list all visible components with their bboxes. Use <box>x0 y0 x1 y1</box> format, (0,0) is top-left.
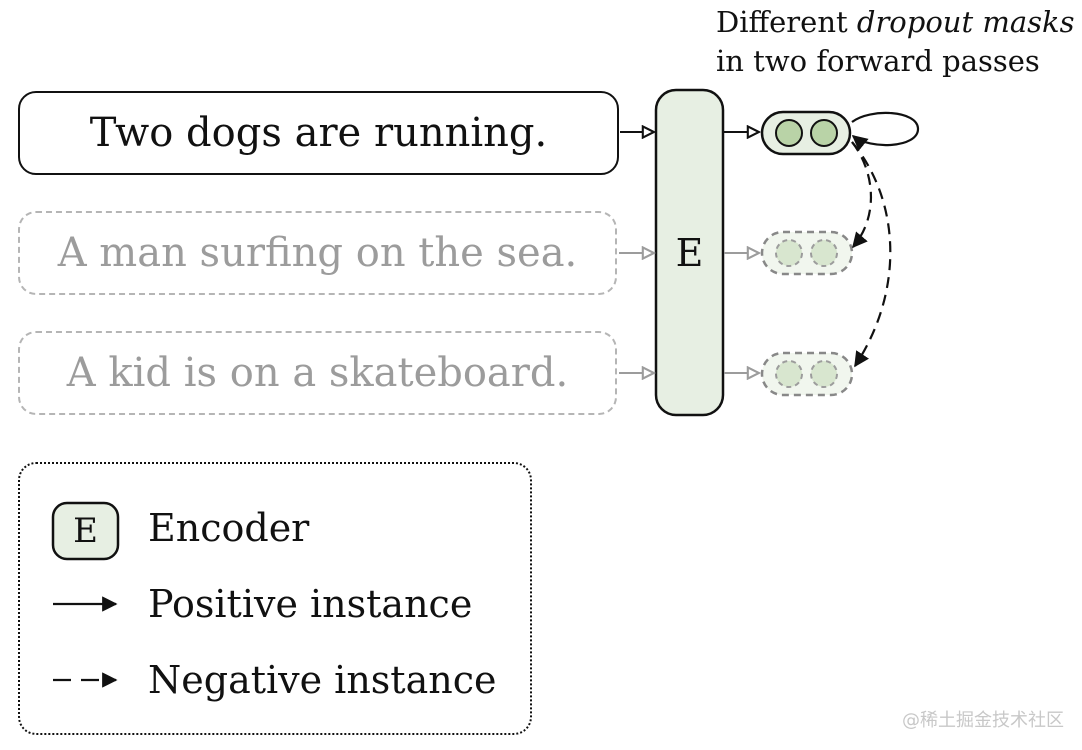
sentence-text: A man surfing on the sea. <box>57 230 578 276</box>
sentence-box-positive: Two dogs are running. <box>18 91 619 175</box>
caption-line-1: Different dropout masks <box>716 3 1074 42</box>
embedding-dot <box>775 119 803 147</box>
encoder-label: E <box>675 230 704 275</box>
embedding-dot <box>810 360 838 388</box>
legend-encoder-label: Encoder <box>148 506 310 550</box>
legend-negative-label: Negative instance <box>148 658 497 702</box>
embedding-negative-2 <box>760 351 854 397</box>
legend-positive-label: Positive instance <box>148 582 473 626</box>
embedding-dot <box>775 239 803 267</box>
dropout-caption: Different dropout masks in two forward p… <box>716 3 1074 81</box>
embedding-negative-1 <box>760 230 854 276</box>
embedding-anchor <box>760 110 852 156</box>
legend-encoder-symbol <box>51 501 120 561</box>
sentence-text: A kid is on a skateboard. <box>66 350 569 396</box>
sentence-text: Two dogs are running. <box>89 110 548 156</box>
positive-self-loop-arrow <box>851 111 920 151</box>
sentence-box-negative-2: A kid is on a skateboard. <box>18 331 617 415</box>
watermark: @稀土掘金技术社区 <box>902 710 1064 731</box>
legend-encoder-symbol-label: E <box>73 511 98 551</box>
negative-arrow-2 <box>851 141 892 368</box>
encoder-block <box>654 88 725 417</box>
sentence-box-negative-1: A man surfing on the sea. <box>18 211 617 295</box>
negative-arrow-1 <box>851 141 872 249</box>
embedding-dot <box>810 239 838 267</box>
caption-prefix: Different <box>716 5 848 39</box>
embedding-dot <box>810 119 838 147</box>
embedding-dot <box>775 360 803 388</box>
caption-line-2: in two forward passes <box>716 44 1040 78</box>
caption-italic: dropout masks <box>856 5 1075 39</box>
legend <box>18 462 532 735</box>
